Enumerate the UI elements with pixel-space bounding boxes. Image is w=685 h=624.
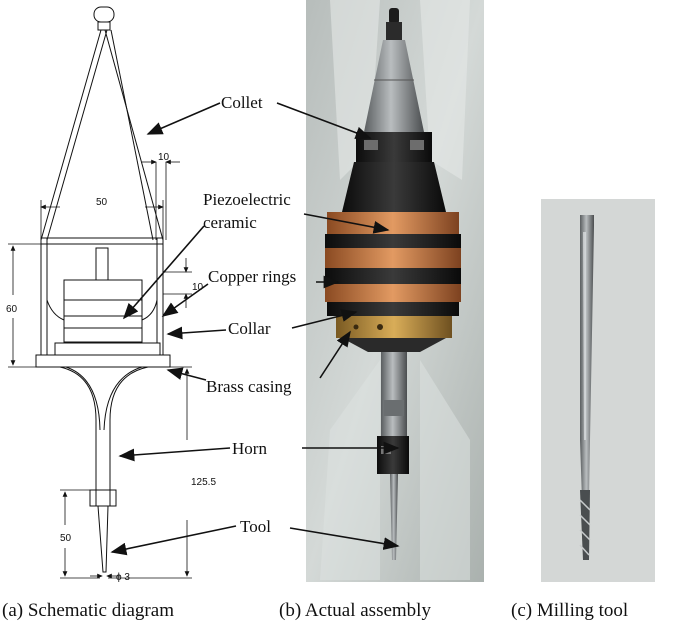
arrow-piezo-schematic xyxy=(122,225,205,320)
label-collet: Collet xyxy=(221,93,263,112)
bolt xyxy=(95,247,109,281)
milling-photo-background xyxy=(541,199,655,582)
label-piezoelectric: Piezoelectric xyxy=(203,190,291,209)
label-brass-casing: Brass casing xyxy=(206,377,292,396)
dim-50-width: 50 xyxy=(96,197,108,208)
arrow-tool-schematic xyxy=(110,525,237,556)
label-ceramic: ceramic xyxy=(203,213,257,232)
horn-left xyxy=(59,366,97,490)
dim-10-top: 10 xyxy=(158,152,170,163)
drawbar-tip xyxy=(389,8,399,24)
arrow-brass-photo xyxy=(319,330,351,379)
horn-right xyxy=(109,366,149,490)
brass-collar xyxy=(336,316,452,338)
caption-assembly: (b) Actual assembly xyxy=(279,600,431,621)
assembly-photo xyxy=(306,0,484,582)
caption-milling-tool: (c) Milling tool xyxy=(511,600,628,621)
collet-arm-left xyxy=(40,29,102,241)
base-plate xyxy=(54,342,161,356)
dim-60: 60 xyxy=(6,304,18,315)
arrow-collar-schematic xyxy=(166,326,227,340)
brass-casing-outline xyxy=(35,354,171,368)
arrow-piezo-photo xyxy=(303,213,390,234)
dim-125-5: 125.5 xyxy=(191,477,216,488)
arrow-copper-schematic xyxy=(161,283,209,317)
copper-ring-1 xyxy=(327,212,459,234)
label-copper-rings: Copper rings xyxy=(208,267,296,286)
copper-ring-2 xyxy=(325,248,461,268)
dim-10-side: 10 xyxy=(192,282,204,293)
arrow-collet-schematic xyxy=(146,102,221,135)
copper-ring-3 xyxy=(325,284,461,302)
arrow-brass-schematic xyxy=(166,367,207,381)
upper-body xyxy=(342,162,446,212)
dim-50-tool: 50 xyxy=(60,533,72,544)
label-tool: Tool xyxy=(240,517,271,536)
label-horn: Horn xyxy=(232,439,267,458)
milling-tool-photo xyxy=(541,199,655,582)
schematic-diagram xyxy=(8,6,192,579)
taper-shank xyxy=(364,40,424,132)
arrow-horn-schematic xyxy=(118,447,231,462)
horn-shaft xyxy=(381,352,407,436)
arrow-tool-photo xyxy=(289,527,400,550)
tool-holder xyxy=(89,489,117,507)
caption-schematic: (a) Schematic diagram xyxy=(2,600,174,621)
collet-arm-right xyxy=(104,29,164,241)
ball-tip xyxy=(93,6,115,23)
dim-phi-3: ϕ 3 xyxy=(116,572,130,583)
tool-holder-nut xyxy=(377,436,409,474)
leader-arrows xyxy=(110,102,400,556)
arrow-collar-photo xyxy=(291,309,358,329)
label-collar: Collar xyxy=(228,319,271,338)
tool-bit xyxy=(97,505,109,573)
arrow-collet-photo xyxy=(276,102,372,139)
